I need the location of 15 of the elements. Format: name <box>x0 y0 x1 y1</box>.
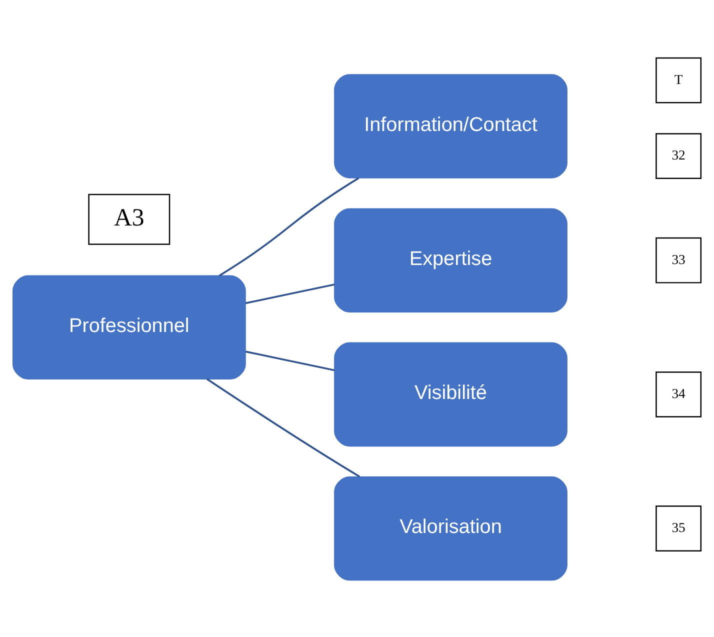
node-box: 32 <box>656 132 702 179</box>
connector <box>218 176 360 276</box>
node-box: 35 <box>656 505 702 551</box>
node-box: A3 <box>88 193 170 244</box>
connector <box>245 283 335 304</box>
node-box: Visibilité <box>334 342 568 446</box>
node-box: Valorisation <box>334 476 568 580</box>
node-box: Expertise <box>334 208 568 312</box>
connector <box>245 350 335 371</box>
node-box: Professionnel <box>12 274 246 380</box>
node-box: 33 <box>656 236 702 283</box>
node-box: Information/Contact <box>334 74 568 178</box>
node-box: T <box>656 56 702 103</box>
connector <box>206 378 360 477</box>
node-box: 34 <box>656 370 702 417</box>
